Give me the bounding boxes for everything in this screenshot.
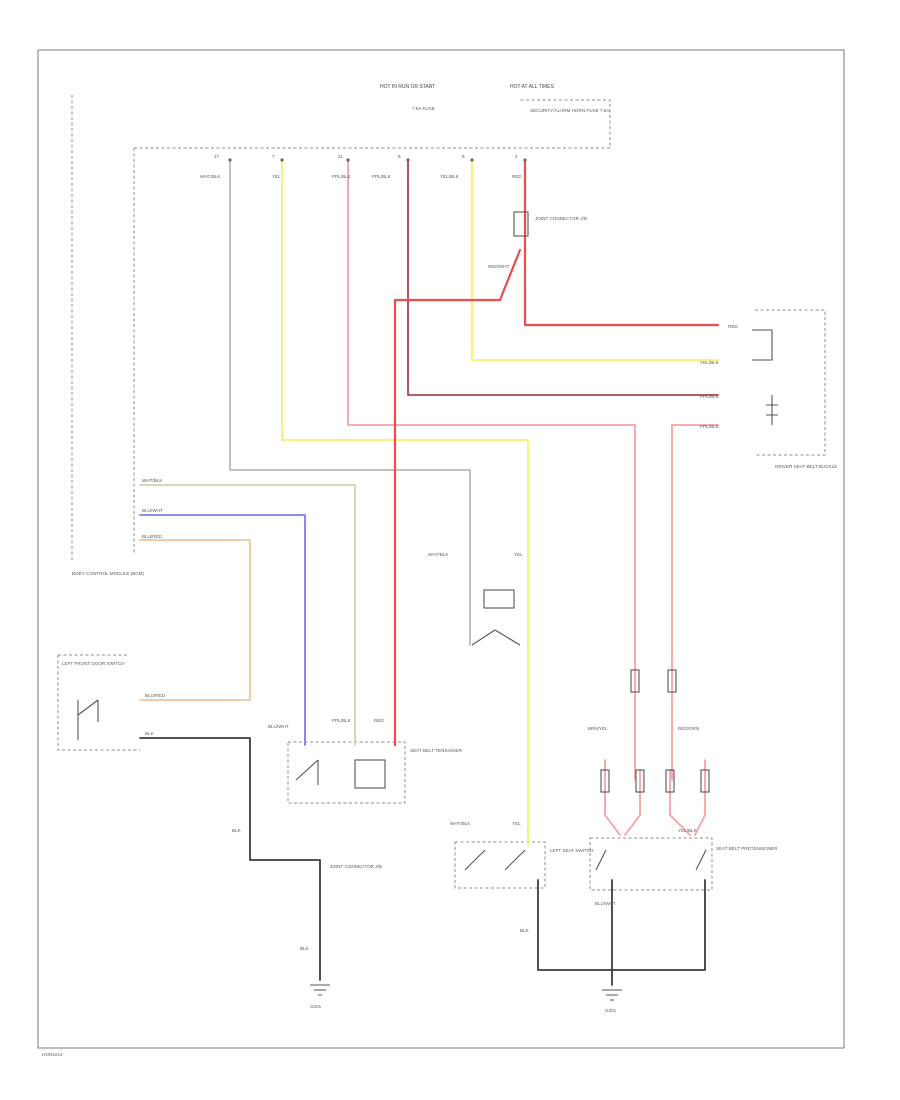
- circuit-label-1: WHT/BLK: [200, 174, 221, 179]
- inline-connectors: [600, 669, 710, 793]
- diagram-frame: [37, 49, 845, 1049]
- wire-red-center: [393, 248, 522, 747]
- splice-red-wht: RED/WHT: [488, 264, 510, 269]
- right-module-outline: [589, 837, 713, 891]
- header-hot-all-times: HOT AT ALL TIMES: [510, 84, 555, 90]
- left-switch-outline: [57, 654, 140, 751]
- right-buckle-outline: [755, 309, 826, 456]
- wire-red-main: [523, 158, 720, 327]
- connector-number-4: 8: [398, 154, 401, 159]
- ground-left-id: G201: [310, 1004, 322, 1009]
- splice-blu-wht: BLU/WHT: [595, 901, 616, 906]
- left-door-switch-symbol: [77, 699, 99, 740]
- circuit-label-6: RED: [512, 174, 522, 179]
- ground-label-right-wire: BLK: [520, 928, 530, 933]
- wire-tan: [139, 484, 356, 746]
- left-switch-wire-b: BLK: [145, 731, 155, 736]
- right-module-label: SEAT BELT PRETENSIONER: [716, 846, 778, 851]
- header-fuse-left: 7.5A FUSE: [412, 106, 435, 111]
- header-hot-run-start: HOT IN RUN OR START: [380, 84, 435, 90]
- ground-right-id: G401: [605, 1008, 617, 1013]
- top-pins: [228, 158, 527, 162]
- joint-connector-top-label: JOINT CONNECTOR J/B: [535, 216, 587, 221]
- seat-belt-buckle-label: DRIVER SEAT BELT BUCKLE: [775, 464, 837, 469]
- wire-grey: [229, 159, 471, 646]
- left-switch-label: LEFT FRONT DOOR SWITCH: [62, 661, 125, 666]
- wire-darkred: [407, 159, 719, 396]
- splice-yel-blk: YEL/BLK: [678, 828, 698, 833]
- left-connector-wire-3: BLU/RED: [142, 534, 163, 539]
- buckle-terminal-c: PPL/BLK: [700, 394, 720, 399]
- connector-number-5: 9: [462, 154, 465, 159]
- corner-id: HON1012: [42, 1052, 63, 1057]
- bottom-switch-pin-a: WHT/BLK: [450, 821, 471, 826]
- pretensioner-symbol: [595, 849, 707, 871]
- wire-yellow-right: [471, 159, 719, 361]
- left-switch-wire-a: BLU/RED: [145, 693, 166, 698]
- circuit-label-5: YEL/BLK: [440, 174, 460, 179]
- ground-left-symbol: [310, 984, 330, 996]
- connector-number-1: 17: [214, 154, 220, 159]
- buckle-terminal-b: YEL/BLK: [700, 360, 720, 365]
- center-module-wire-c: RED: [374, 718, 384, 723]
- connector-number-2: 7: [272, 154, 275, 159]
- joint-connector-top: [513, 211, 529, 237]
- center-module-switch-symbol: [295, 759, 386, 789]
- right-module-wire-a: BRN/YEL: [588, 726, 608, 731]
- wire-red-bottom-b: [624, 769, 641, 836]
- left-connector-wire-2: BLU/WHT: [142, 508, 163, 513]
- joint-connector-bottom-label: JOINT CONNECTOR J/B: [330, 864, 382, 869]
- splice-blk: BLK: [232, 828, 242, 833]
- hanging-switch-symbol: [471, 589, 521, 646]
- wire-purple: [139, 539, 251, 701]
- bottom-switch-symbol: [464, 849, 526, 871]
- wire-red-bottom-a: [604, 759, 621, 836]
- left-connector-label: BODY CONTROL MODULE (BCM): [72, 571, 144, 576]
- seat-belt-buckle-symbol: [752, 329, 778, 425]
- connector-number-3: 21: [338, 154, 344, 159]
- buckle-terminal-a: RED: [728, 324, 738, 329]
- splice-yel: YEL: [514, 552, 523, 557]
- center-module-outline: [287, 741, 406, 804]
- right-module-wire-b: RED/GRN: [678, 726, 699, 731]
- bottom-switch-outline: [454, 841, 546, 889]
- wire-black-bottom: [537, 879, 706, 986]
- wire-red-bottom-c: [669, 769, 691, 836]
- ground-label-left-wire: BLK: [300, 946, 310, 951]
- connector-number-6: 4: [515, 154, 518, 159]
- wire-right-lower: [671, 424, 719, 781]
- top-fuse-box-outline: [133, 99, 611, 555]
- bottom-switch-pin-b: YEL: [512, 821, 521, 826]
- buckle-terminal-d: PPL/BLK: [700, 424, 720, 429]
- header-fuse-right: SECURITY/ALARM HORN FUSE 7.5A: [530, 108, 610, 113]
- splice-wht-blk: WHT/BLK: [428, 552, 449, 557]
- wire-red-left: [347, 159, 636, 781]
- center-module-label: SEAT BELT TENSIONER: [410, 748, 463, 753]
- wire-yellow-left: [281, 159, 529, 846]
- circuit-label-4: PPL/BLK: [372, 174, 392, 179]
- circuit-label-2: YEL: [272, 174, 281, 179]
- left-connector-wire-1: WHT/BLK: [142, 478, 163, 483]
- circuit-label-3: PPL/BLK: [332, 174, 352, 179]
- wire-black-left: [139, 737, 321, 981]
- ground-right-symbol: [602, 989, 622, 1001]
- bottom-switch-label: LEFT SEAT SWITCH: [550, 848, 593, 853]
- wire-blue: [139, 514, 306, 746]
- wire-red-bottom-d: [694, 759, 706, 836]
- center-module-wire-a: BLU/WHT: [268, 724, 289, 729]
- center-module-wire-b: PPL/BLK: [332, 718, 352, 723]
